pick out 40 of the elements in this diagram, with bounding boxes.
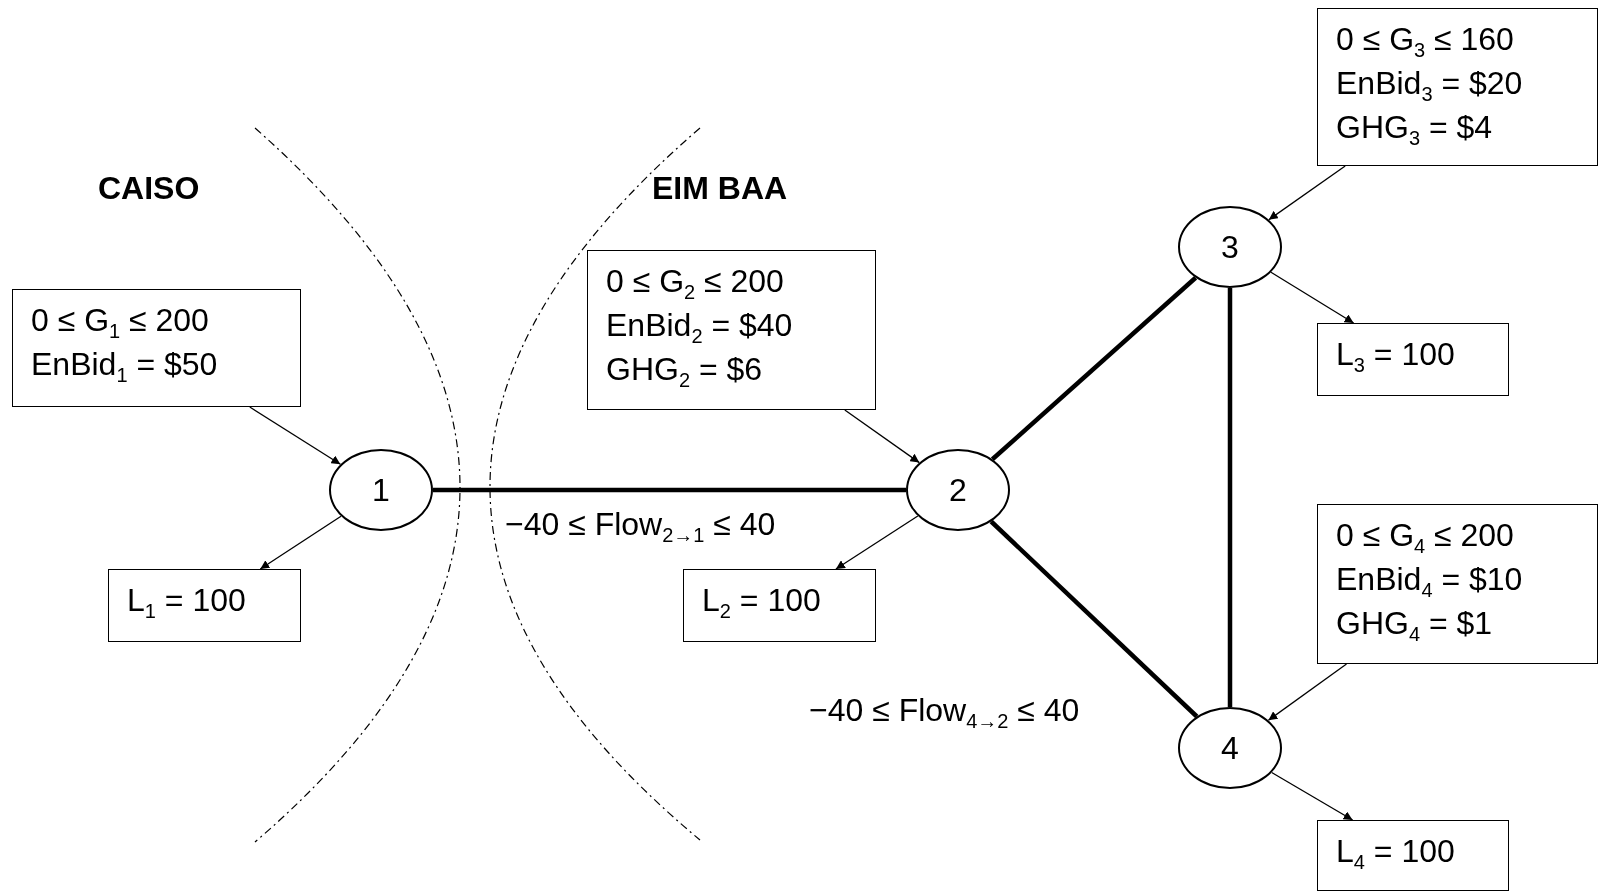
parameter-box — [108, 569, 301, 642]
arrow — [259, 515, 342, 570]
arrow — [1267, 663, 1348, 721]
equation-text: GHG$_{4}$ = $1 — [1336, 604, 1494, 645]
parameter-box — [683, 569, 876, 642]
bus-number: 4 — [1221, 729, 1239, 768]
equation-text: L$_{4}$ = 100 — [1336, 832, 1456, 873]
bus-number: 3 — [1221, 228, 1239, 267]
equation-text: 0 ≤ G$_{4}$ ≤ 200 — [1336, 516, 1515, 557]
parameter-box — [1317, 504, 1598, 664]
equation-text: EnBid$_{2}$ = $40 — [606, 306, 794, 347]
equation-text: EnBid$_{3}$ = $20 — [1336, 64, 1524, 105]
region-label: CAISO — [98, 170, 200, 207]
parameter-box — [587, 250, 876, 410]
arrow — [249, 406, 342, 465]
bus-number: 2 — [949, 471, 967, 510]
equation-text: L$_{3}$ = 100 — [1336, 335, 1456, 376]
transmission-line — [433, 487, 906, 493]
arrow — [835, 515, 919, 570]
equation-text: GHG$_{3}$ = $4 — [1336, 108, 1494, 149]
parameter-box — [1317, 8, 1598, 166]
equation-text: EnBid$_{4}$ = $10 — [1336, 560, 1524, 601]
parameter-box — [12, 289, 301, 407]
transmission-line — [989, 519, 1199, 719]
region-label: EIM BAA — [652, 170, 788, 207]
transmission-line — [1227, 288, 1233, 707]
parameter-box — [1317, 323, 1509, 396]
equation-text: L$_{1}$ = 100 — [127, 581, 247, 622]
equation-text: L$_{2}$ = 100 — [702, 581, 822, 622]
equation-text: 0 ≤ G$_{2}$ ≤ 200 — [606, 262, 785, 303]
arrow — [1268, 165, 1346, 221]
transmission-line — [990, 276, 1198, 461]
bus-number: 1 — [372, 471, 390, 510]
bus-circle — [906, 449, 1010, 531]
equation-text: GHG$_{2}$ = $6 — [606, 350, 764, 391]
equation-text: 0 ≤ G$_{3}$ ≤ 160 — [1336, 20, 1515, 61]
equation-text: EnBid$_{1}$ = $50 — [31, 345, 219, 386]
arrow — [844, 409, 920, 464]
equation-text: 0 ≤ G$_{1}$ ≤ 200 — [31, 301, 210, 342]
parameter-box — [1317, 820, 1509, 891]
